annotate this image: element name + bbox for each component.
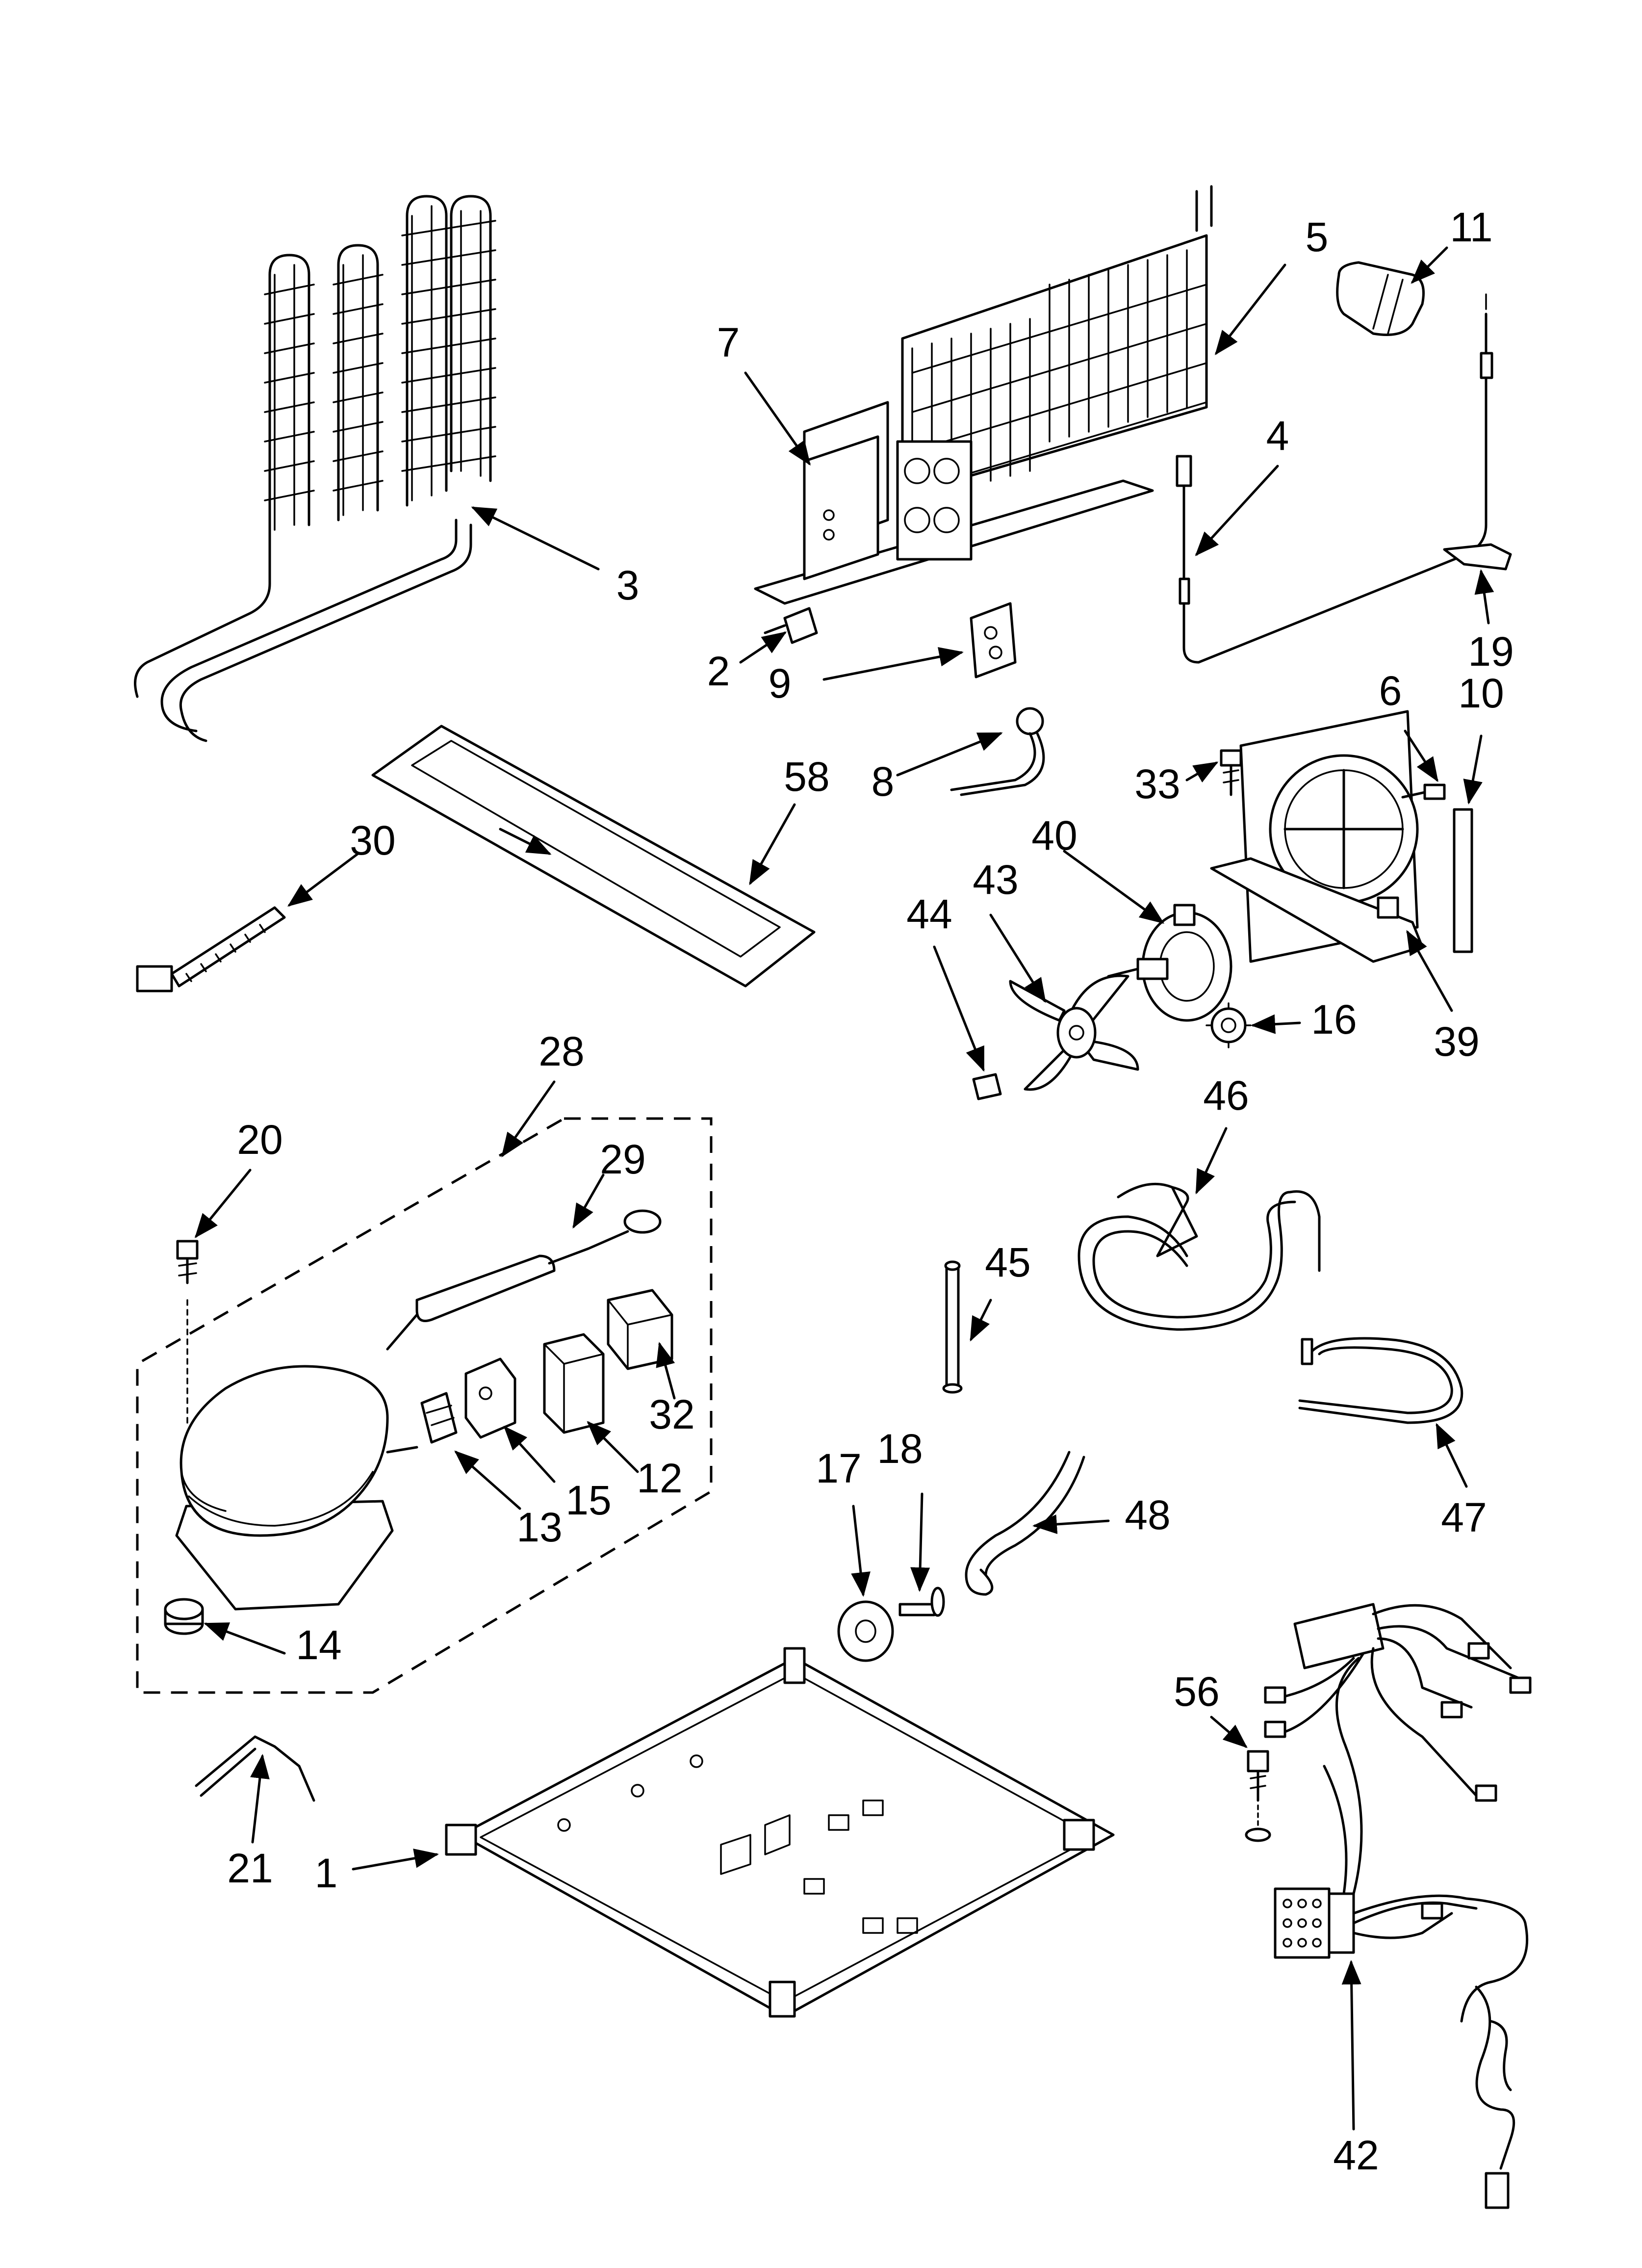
callout-28: 28 xyxy=(539,1028,584,1074)
filter-drier-part-29 xyxy=(386,1209,662,1351)
callout-21: 21 xyxy=(227,1845,273,1891)
fan-blade-part-43 xyxy=(1009,974,1139,1091)
fan-motor-part-40 xyxy=(1107,904,1232,1022)
screw-part-18 xyxy=(898,1587,945,1617)
relay-part-12 xyxy=(543,1333,605,1434)
drain-pan-part-58 xyxy=(371,725,816,988)
evaporator-part-5 xyxy=(754,185,1213,605)
callout-29: 29 xyxy=(600,1136,645,1182)
callout-19: 19 xyxy=(1468,628,1514,675)
bracket-part-9 xyxy=(970,602,1017,678)
callout-8: 8 xyxy=(872,758,895,805)
clip-part-44 xyxy=(972,1073,1002,1100)
compressor xyxy=(175,1365,418,1611)
callout-7: 7 xyxy=(717,319,740,365)
sensor-part-8 xyxy=(950,707,1045,796)
callout-44: 44 xyxy=(906,891,952,937)
relay-cover-part-15 xyxy=(464,1357,516,1439)
callout-14: 14 xyxy=(296,1622,341,1668)
callout-9: 9 xyxy=(769,660,792,706)
drain-tube-part-46 xyxy=(1078,1182,1321,1331)
pin-part-45 xyxy=(942,1260,963,1394)
cable-tie-part-30 xyxy=(136,906,286,992)
callout-48: 48 xyxy=(1125,1492,1170,1538)
callout-17: 17 xyxy=(816,1445,861,1491)
screw-part-33 xyxy=(1220,749,1242,796)
callout-43: 43 xyxy=(973,857,1018,903)
condenser-coil-part-3 xyxy=(134,195,496,742)
callout-18: 18 xyxy=(877,1426,923,1472)
grommet-part-14 xyxy=(164,1598,204,1635)
callout-6: 6 xyxy=(1379,668,1402,714)
compressor-kit-box-part-28 xyxy=(136,1117,713,1694)
callout-2: 2 xyxy=(707,648,730,694)
callout-16: 16 xyxy=(1311,996,1357,1043)
callout-13: 13 xyxy=(516,1504,562,1550)
callout-30: 30 xyxy=(350,817,395,863)
callout-1: 1 xyxy=(315,1850,338,1896)
screw-part-20 xyxy=(176,1240,199,1424)
callout-39: 39 xyxy=(1434,1018,1479,1065)
callout-45: 45 xyxy=(985,1239,1030,1285)
thermistor-part-4 xyxy=(1176,293,1493,664)
cover-part-11 xyxy=(1336,261,1425,336)
callout-3: 3 xyxy=(616,562,640,608)
callout-58: 58 xyxy=(784,754,829,800)
callout-40: 40 xyxy=(1031,812,1077,859)
strip-part-10 xyxy=(1453,808,1473,953)
fan-shroud-part-39 xyxy=(1210,710,1424,963)
callout-46: 46 xyxy=(1203,1072,1249,1119)
callout-20: 20 xyxy=(237,1117,282,1163)
base-frame-part-1 xyxy=(445,1647,1115,2018)
terminal-part-13 xyxy=(420,1392,458,1444)
evaporator-plate-part-7 xyxy=(803,435,879,580)
clip-part-19 xyxy=(1443,543,1512,571)
screw-part-56 xyxy=(1245,1750,1271,1842)
callout-5: 5 xyxy=(1306,214,1329,260)
callout-4: 4 xyxy=(1266,413,1289,459)
callout-32: 32 xyxy=(649,1391,694,1437)
wire-part-47 xyxy=(1298,1337,1463,1424)
callout-42: 42 xyxy=(1333,2132,1379,2178)
roller-part-17 xyxy=(837,1600,894,1662)
callout-15: 15 xyxy=(565,1477,611,1523)
callout-10: 10 xyxy=(1458,670,1504,716)
callout-labels: 1 2 3 4 5 6 7 8 9 10 11 12 13 14 15 16 1… xyxy=(227,204,1514,2178)
clip-part-21 xyxy=(195,1735,315,1802)
callout-56: 56 xyxy=(1174,1668,1219,1715)
callout-12: 12 xyxy=(637,1455,682,1501)
screw-part-2 xyxy=(764,607,818,644)
grommet-part-16 xyxy=(1206,1002,1252,1048)
callout-11: 11 xyxy=(1450,204,1492,250)
wire-harness-part-42 xyxy=(1264,1603,1532,2209)
drain-hose-part-48 xyxy=(965,1451,1085,1596)
callout-47: 47 xyxy=(1441,1494,1487,1540)
screw-part-6 xyxy=(1401,783,1446,800)
callout-33: 33 xyxy=(1134,761,1180,807)
